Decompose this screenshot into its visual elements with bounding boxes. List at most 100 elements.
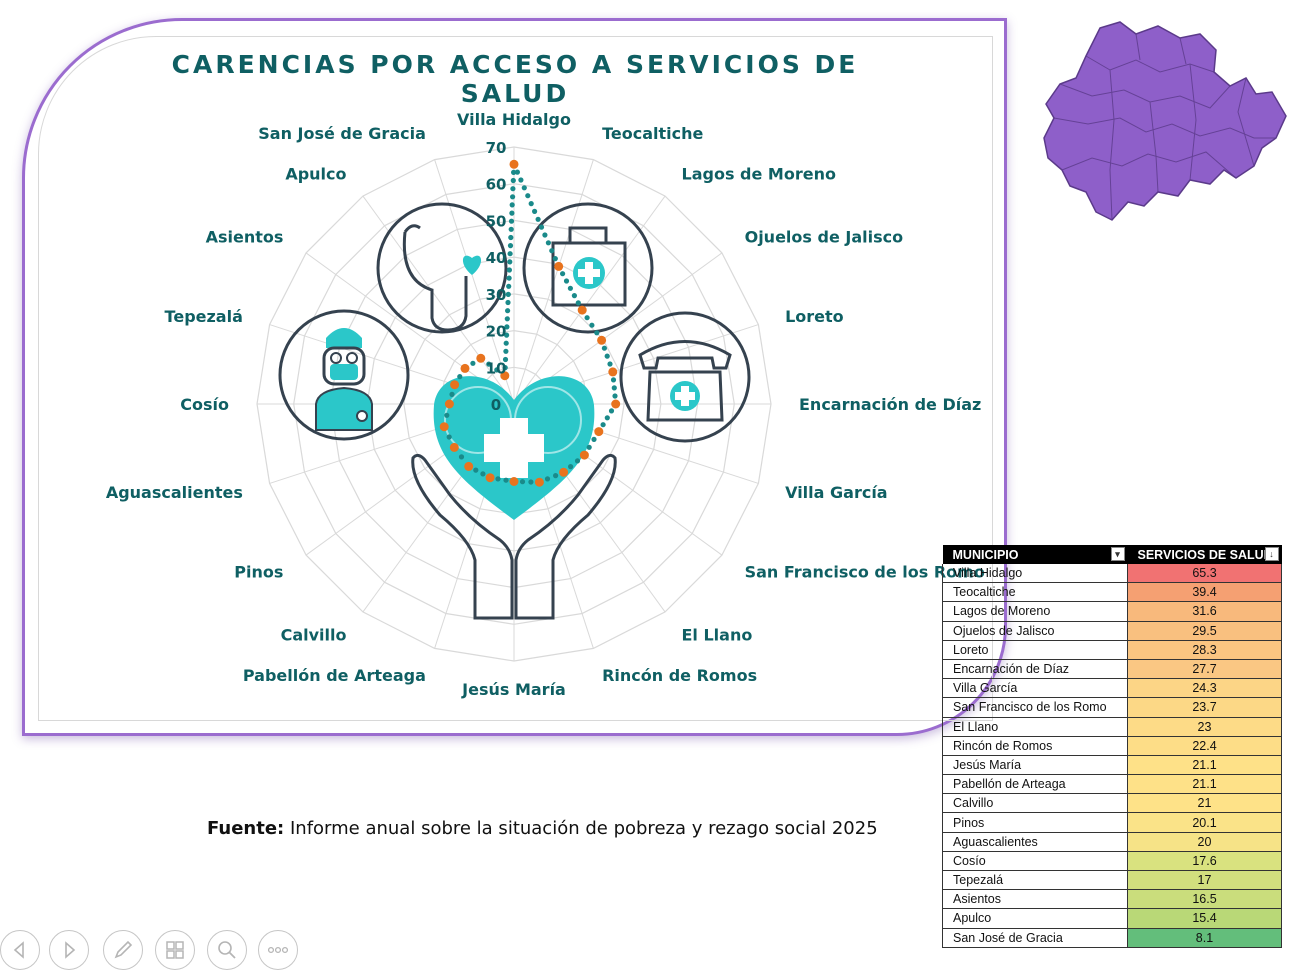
sort-filter-icon[interactable]: ↓ [1264,547,1279,561]
series-line-dot [495,476,501,482]
table-cell-servicios[interactable]: 39.4 [1127,582,1282,603]
table-cell-servicios[interactable]: 24.3 [1127,678,1282,699]
table-cell-municipio[interactable]: Ojuelos de Jalisco [942,621,1128,641]
series-line-dot [510,177,516,184]
table-cell-municipio[interactable]: Lagos de Moreno [942,601,1128,622]
series-line-dot [486,361,492,367]
table-cell-municipio[interactable]: Loreto [942,640,1128,660]
table-cell-servicios[interactable]: 28.3 [1127,640,1282,660]
table-cell-servicios[interactable]: 16.5 [1127,889,1282,910]
table-cell-municipio[interactable]: Cosío [942,851,1128,872]
series-line-dot [473,467,479,473]
table-cell-servicios[interactable]: 21 [1127,793,1282,814]
table-cell-servicios[interactable]: 31.6 [1127,601,1282,622]
more-button[interactable] [258,930,298,970]
table-cell-municipio[interactable]: San José de Gracia [942,928,1128,948]
telephone-icon [619,311,751,443]
source-note: Fuente: Informe anual sobre la situación… [207,818,878,839]
series-line-dot [545,240,552,246]
table-cell-servicios[interactable]: 17 [1127,870,1282,891]
table-cell-municipio[interactable]: Encarnación de Díaz [942,659,1128,680]
category-label: Asientos [206,228,284,247]
hands-icon [411,453,617,620]
table-cell-municipio[interactable]: Jesús María [942,755,1128,776]
series-line-dot [505,308,511,314]
data-point [500,371,510,381]
zoom-button[interactable] [207,930,247,970]
data-point [439,422,449,432]
table-cell-municipio[interactable]: Villa García [942,678,1128,699]
pen-button[interactable] [103,930,143,970]
table-cell-municipio[interactable]: Teocaltiche [942,582,1128,603]
data-point [464,461,474,471]
table-cell-municipio[interactable]: Calvillo [942,793,1128,814]
category-label: Aguascalientes [106,483,243,502]
series-line-dot [525,193,531,199]
table-cell-servicios[interactable]: 15.4 [1127,908,1282,929]
table-cell-servicios[interactable]: 65.3 [1127,564,1282,584]
filter-dropdown-icon[interactable]: ▾ [1110,547,1125,561]
previous-button[interactable] [0,930,40,970]
data-point [460,363,470,373]
column-header-municipio[interactable]: MUNICIPIO ▾ [942,545,1128,564]
table-cell-servicios[interactable]: 23 [1127,717,1282,737]
data-point [534,477,544,487]
table-cell-municipio[interactable]: Pinos [942,812,1128,833]
table-cell-municipio[interactable]: Aguascalientes [942,832,1128,852]
radial-tick-label: 0 [491,396,501,414]
slides-button[interactable] [155,930,195,970]
table-cell-servicios[interactable]: 20 [1127,832,1282,852]
series-line-dot [444,412,450,418]
table-cell-municipio[interactable]: Rincón de Romos [942,736,1128,756]
table-cell-municipio[interactable]: Tepezalá [942,870,1128,891]
table-cell-servicios[interactable]: 27.7 [1127,659,1282,680]
table-cell-municipio[interactable]: Villa Hidalgo [942,564,1128,584]
column-header-servicios[interactable]: SERVICIOS DE SALUD ↓ [1127,545,1282,564]
series-line-dot [600,422,606,428]
series-line-dot [505,291,511,297]
series-line-dot [503,340,509,346]
table-cell-municipio[interactable]: Apulco [942,908,1128,929]
table-cell-servicios[interactable]: 23.7 [1127,697,1282,718]
state-map [1043,21,1287,221]
series-line-dot [571,293,578,299]
table-cell-municipio[interactable]: Asientos [942,889,1128,910]
table-cell-municipio[interactable]: Pabellón de Arteaga [942,774,1128,795]
table-cell-servicios[interactable]: 8.1 [1127,928,1282,948]
pen-icon [114,940,133,959]
table-cell-servicios[interactable]: 21.1 [1127,774,1282,795]
data-point [509,477,519,486]
table-cell-municipio[interactable]: San Francisco de los Romo [942,697,1128,718]
table-cell-servicios[interactable]: 29.5 [1127,621,1282,641]
table-cell-servicios[interactable]: 20.1 [1127,812,1282,833]
table-cell-servicios[interactable]: 21.1 [1127,755,1282,776]
next-button[interactable] [49,930,89,970]
series-line-dot [480,471,486,477]
series-line-dot [528,201,534,207]
data-point [450,380,460,390]
series-line-dot [509,202,515,208]
table-cell-servicios[interactable]: 17.6 [1127,851,1282,872]
table-cell-servicios[interactable]: 22.4 [1127,736,1282,756]
table-cell-municipio[interactable]: El Llano [942,717,1128,737]
